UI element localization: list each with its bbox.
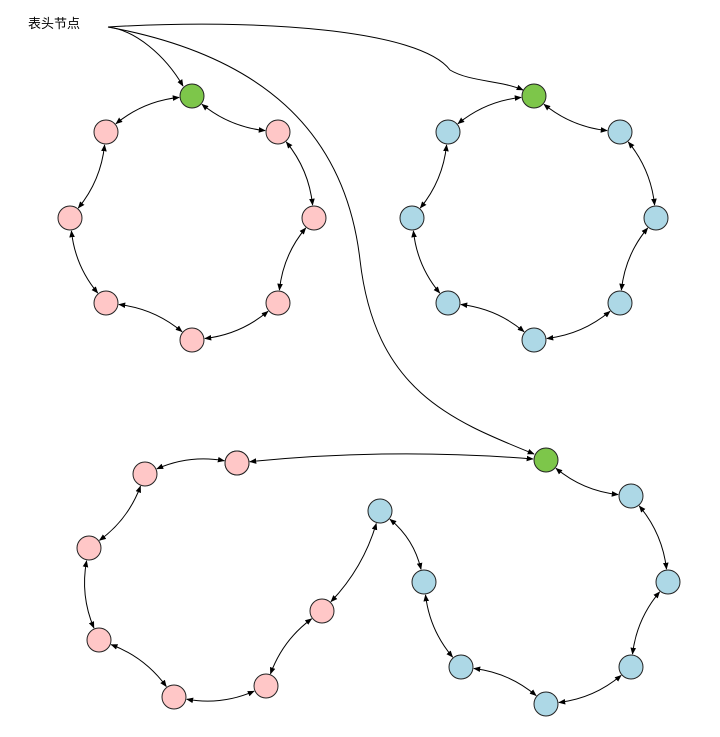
ring-top-left-edge (277, 227, 307, 291)
ring-top-left-node (93, 290, 119, 316)
merged-bottom-node (618, 654, 644, 680)
ring-top-left-edge (204, 310, 269, 341)
merged-bottom-node (132, 461, 158, 487)
ring-top-right-edge (457, 95, 522, 125)
merged-bottom-edge (638, 505, 669, 570)
ring-top-right-node (435, 119, 461, 145)
merged-bottom-node (309, 598, 335, 624)
head-pointer-edge (107, 23, 524, 91)
merged-bottom-edge (473, 666, 537, 697)
merged-bottom-node (533, 691, 559, 717)
ring-top-right-node (435, 290, 461, 316)
merged-bottom-edge (98, 485, 141, 541)
merged-bottom-edge (82, 560, 95, 629)
ring-top-left-node (265, 290, 291, 316)
merged-bottom-node (367, 498, 393, 524)
ring-top-left-head-node (179, 83, 205, 109)
merged-bottom-head-node (533, 447, 559, 473)
merged-bottom-node (253, 673, 279, 699)
ring-top-right-node (607, 119, 633, 145)
merged-bottom-node (76, 535, 102, 561)
ring-top-left-edge (69, 230, 99, 294)
nodes-layer (57, 83, 681, 717)
ring-top-left-edge (118, 302, 183, 333)
merged-bottom-edge (186, 690, 255, 704)
merged-bottom-edge (555, 467, 619, 497)
merged-bottom-node (86, 627, 112, 653)
head-pointer-edge (107, 26, 184, 87)
ring-top-left-node (93, 119, 119, 145)
merged-bottom-node (655, 569, 681, 595)
merged-bottom-edge (558, 674, 622, 705)
merged-bottom-edge (630, 591, 661, 655)
ring-top-left-node (301, 205, 327, 231)
merged-bottom-node (161, 684, 187, 710)
ring-top-right-edge (546, 310, 611, 341)
ring-top-right-node (607, 290, 633, 316)
merged-bottom-edge (249, 453, 534, 464)
merged-bottom-node (618, 483, 644, 509)
merged-bottom-node (224, 450, 250, 476)
merged-bottom-edge (270, 618, 313, 675)
ring-top-right-node (643, 205, 669, 231)
ring-top-left-node (179, 327, 205, 353)
ring-top-right-edge (627, 141, 657, 206)
ring-top-right-edge (460, 302, 525, 333)
merged-bottom-edge (423, 594, 454, 658)
ring-top-left-edge (77, 144, 107, 209)
ring-top-right-edge (411, 230, 441, 294)
merged-bottom-edge (110, 644, 167, 688)
ring-top-left-edge (115, 95, 180, 125)
ring-top-left-node (57, 205, 83, 231)
ring-top-left-edge (285, 141, 315, 206)
edges-layer (69, 23, 669, 705)
head-pointer-edge (107, 26, 535, 455)
ring-top-right-node (521, 327, 547, 353)
ring-top-right-head-node (521, 83, 547, 109)
ring-top-right-edge (419, 144, 449, 209)
merged-bottom-node (411, 569, 437, 595)
ring-top-right-edge (619, 227, 649, 291)
merged-bottom-edge (330, 522, 378, 603)
ring-top-right-edge (543, 103, 608, 133)
ring-top-right-node (399, 205, 425, 231)
merged-bottom-edge (389, 518, 423, 570)
merged-bottom-node (448, 654, 474, 680)
ring-top-left-edge (201, 103, 266, 133)
merged-bottom-edge (156, 456, 225, 470)
head-node-label: 表头节点 (28, 17, 80, 32)
ring-top-left-node (265, 119, 291, 145)
